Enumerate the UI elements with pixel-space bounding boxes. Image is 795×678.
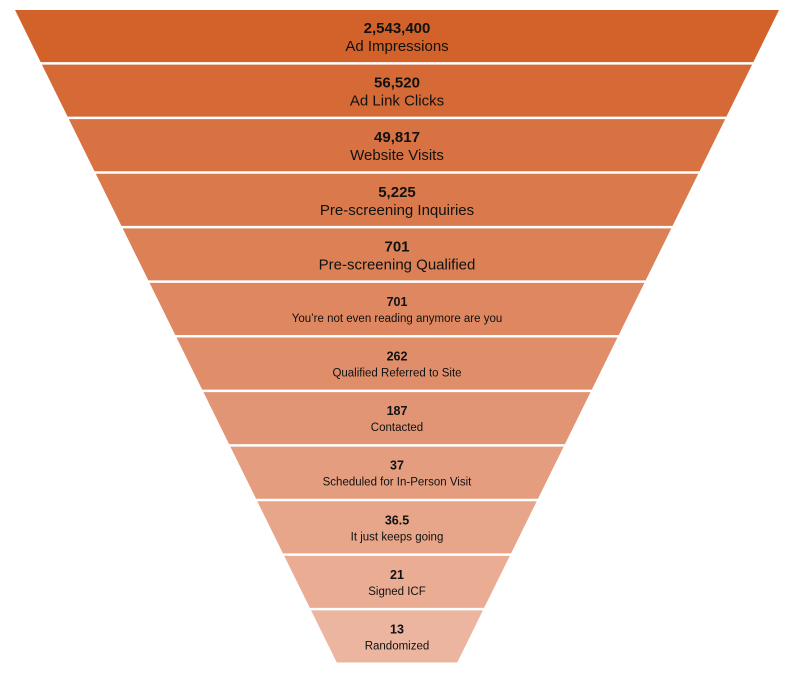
stage-label: Signed ICF (368, 586, 426, 598)
funnel-segment (257, 501, 537, 554)
funnel-segment (15, 10, 779, 63)
stage-label: Contacted (371, 422, 423, 434)
stage-label: Randomized (365, 640, 430, 652)
stage-value: 37 (390, 459, 404, 473)
stage-value: 13 (390, 622, 404, 636)
stage-value: 5,225 (378, 184, 416, 201)
stage-value: 49,817 (374, 129, 420, 146)
funnel-segment (68, 119, 726, 172)
stage-label: Scheduled for In-Person Visit (323, 477, 473, 489)
stage-value: 701 (387, 295, 408, 309)
funnel-segment (230, 446, 564, 499)
funnel-segment (95, 173, 699, 226)
stage-label: Ad Link Clicks (350, 93, 444, 110)
funnel-segment (176, 337, 618, 390)
stage-label: It just keeps going (351, 531, 444, 543)
stage-label: Qualified Referred to Site (332, 368, 461, 380)
stage-value: 701 (384, 238, 409, 255)
stage-label: Pre-screening Inquiries (320, 202, 474, 219)
funnel-segment (311, 610, 483, 663)
stage-value: 21 (390, 568, 404, 582)
stage-value: 2,543,400 (364, 20, 431, 37)
stage-label: Ad Impressions (345, 38, 448, 55)
stage-label: You’re not even reading anymore are you (292, 313, 503, 325)
funnel-segment (203, 392, 591, 445)
stage-label: Website Visits (350, 147, 444, 164)
funnel-segment (284, 555, 510, 608)
stage-value: 36.5 (385, 513, 409, 527)
stage-value: 187 (387, 404, 408, 418)
stage-value: 262 (387, 350, 408, 364)
stage-value: 56,520 (374, 75, 420, 92)
stage-label: Pre-screening Qualified (319, 256, 476, 273)
funnel-stage: 36.5 It just keeps going (257, 501, 537, 554)
funnel-segment (122, 228, 672, 281)
funnel-segment (41, 64, 753, 117)
funnel-segment (149, 282, 645, 335)
